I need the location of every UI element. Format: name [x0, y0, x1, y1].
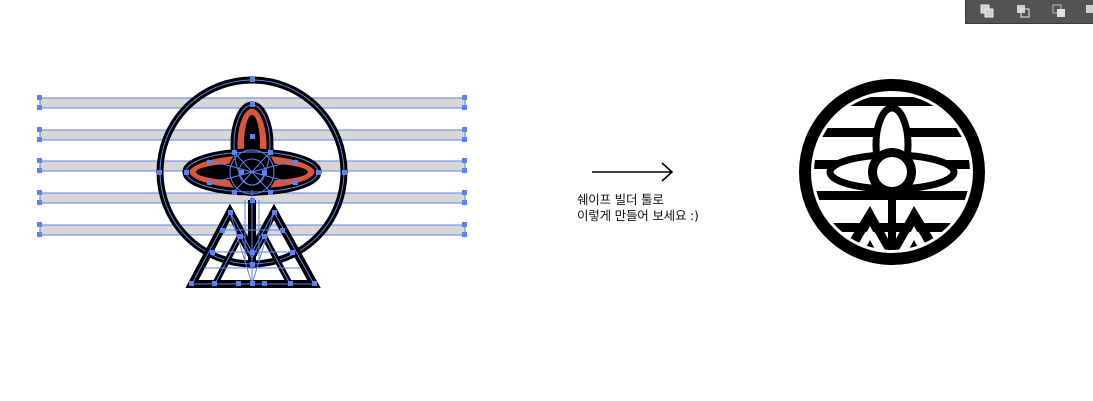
- shape-mode-intersect-icon: [1052, 4, 1065, 17]
- exclude-button[interactable]: [1084, 1, 1093, 21]
- instruction-line-1: 쉐이프 빌더 툴로: [577, 192, 664, 207]
- minus-front-button[interactable]: [1012, 1, 1034, 21]
- intersect-button[interactable]: [1048, 1, 1070, 21]
- unite-button[interactable]: [976, 1, 998, 21]
- instruction-line-2: 이렇게 만들어 보세요 :): [577, 208, 699, 223]
- shape-mode-exclude-icon: [1086, 5, 1093, 13]
- instruction-text: 쉐이프 빌더 툴로 이렇게 만들어 보세요 :): [577, 192, 777, 224]
- shape-builder-toolbar: [965, 0, 1093, 24]
- shape-mode-unite-icon: [980, 4, 994, 18]
- anchor-points: [37, 77, 467, 286]
- shape-mode-minus-front-icon: [1017, 5, 1030, 18]
